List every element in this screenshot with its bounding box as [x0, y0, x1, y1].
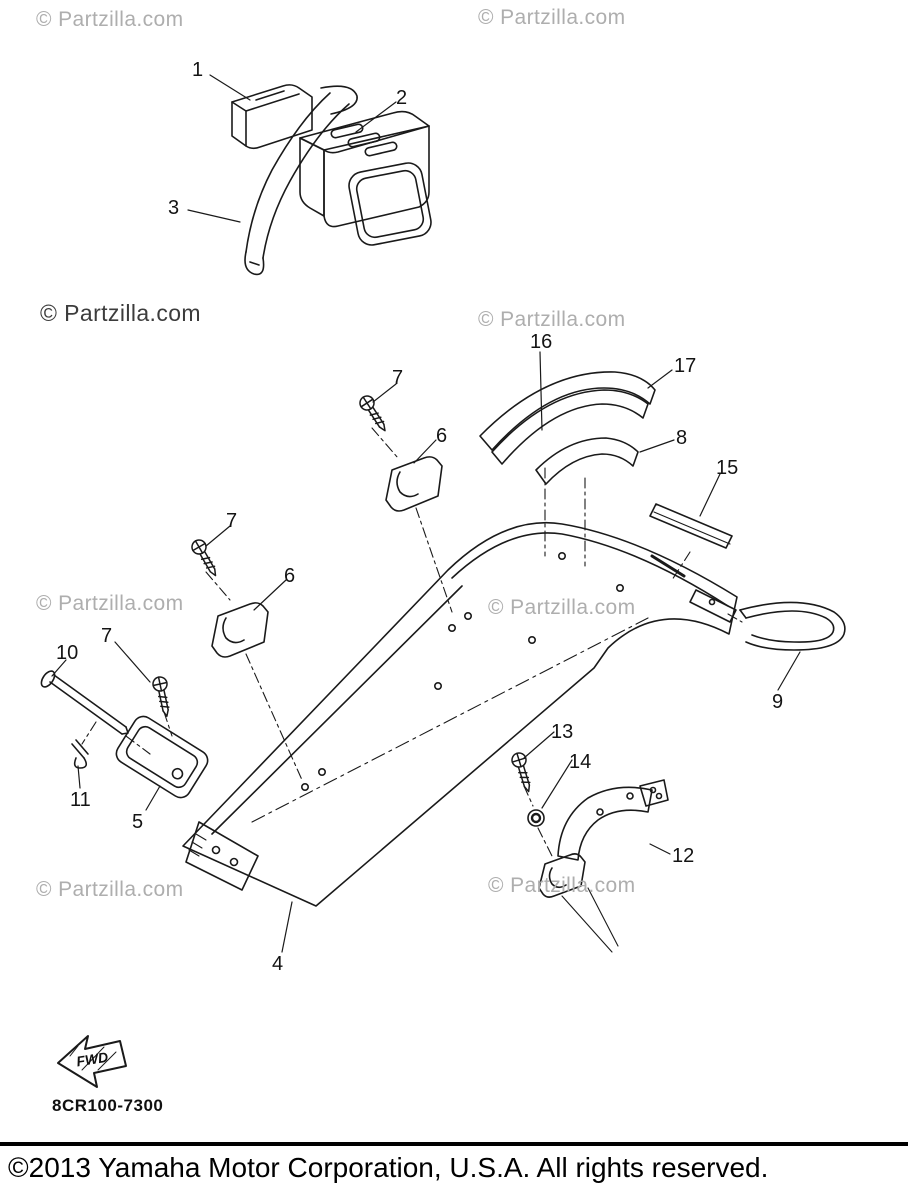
callout-12: 12: [672, 845, 695, 867]
watermark: © Partzilla.com: [36, 878, 184, 901]
callout-11: 11: [70, 789, 91, 811]
watermark: © Partzilla.com: [478, 6, 626, 29]
watermark: © Partzilla.com: [36, 8, 184, 31]
fwd-label: FWD: [75, 1049, 109, 1070]
callout-8: 8: [676, 427, 688, 449]
callout-6a: 6: [436, 425, 448, 447]
callout-3: 3: [168, 197, 180, 219]
callout-7a: 7: [392, 367, 404, 389]
callout-13: 13: [551, 721, 574, 743]
callout-2: 2: [396, 87, 408, 109]
watermark: © Partzilla.com: [40, 300, 201, 326]
callout-5: 5: [132, 811, 144, 833]
callout-17: 17: [674, 355, 697, 377]
watermark: © Partzilla.com: [488, 596, 636, 619]
footer-divider: [0, 1142, 908, 1146]
watermark: © Partzilla.com: [36, 592, 184, 615]
callout-10: 10: [56, 642, 79, 664]
callout-7b: 7: [226, 510, 238, 532]
copyright-text: ©2013 Yamaha Motor Corporation, U.S.A. A…: [8, 1152, 769, 1183]
watermark: © Partzilla.com: [488, 874, 636, 897]
callout-7c: 7: [101, 625, 113, 647]
callout-4: 4: [272, 953, 284, 975]
callout-1: 1: [192, 59, 204, 81]
callout-14: 14: [569, 751, 592, 773]
fwd-arrow-icon: [57, 1035, 127, 1088]
callout-6b: 6: [284, 565, 296, 587]
diagram-code: 8CR100-7300: [52, 1096, 164, 1115]
watermark: © Partzilla.com: [478, 308, 626, 331]
callout-16: 16: [530, 331, 553, 353]
callout-9: 9: [772, 691, 784, 713]
callout-15: 15: [716, 457, 739, 479]
